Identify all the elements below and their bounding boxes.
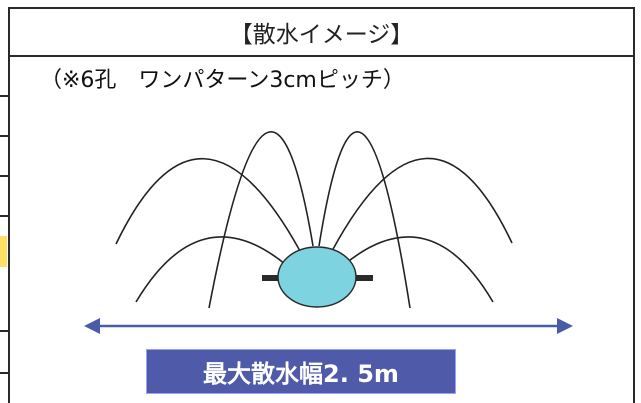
- page-title: 【散水イメージ】: [8, 7, 635, 57]
- edge-tick: [0, 330, 8, 332]
- spray-arc-left-mid: [115, 158, 301, 252]
- spray-arc-right-mid: [331, 157, 513, 252]
- width-arrow: [84, 318, 573, 334]
- nozzle-bar-right: [355, 275, 373, 281]
- spray-arcs: [115, 131, 513, 309]
- spray-arc-right-tall: [318, 131, 411, 309]
- spray-arc-left-tall: [208, 131, 314, 309]
- spray-arc-right-low: [344, 236, 494, 303]
- diagram-subtitle: （※6孔 ワンパターン3cmピッチ）: [40, 68, 405, 93]
- edge-tick: [0, 175, 8, 177]
- edge-tick: [0, 372, 8, 374]
- edge-tick: [0, 135, 8, 137]
- edge-tick: [0, 95, 8, 97]
- nozzle-bar-left: [262, 275, 280, 281]
- edge-tick: [0, 215, 8, 217]
- spray-arc-left-low: [135, 236, 286, 303]
- max-spray-width-label: 最大散水幅2. 5m: [146, 349, 456, 394]
- edge-marker: [0, 236, 7, 267]
- nozzle-icon: [277, 246, 357, 308]
